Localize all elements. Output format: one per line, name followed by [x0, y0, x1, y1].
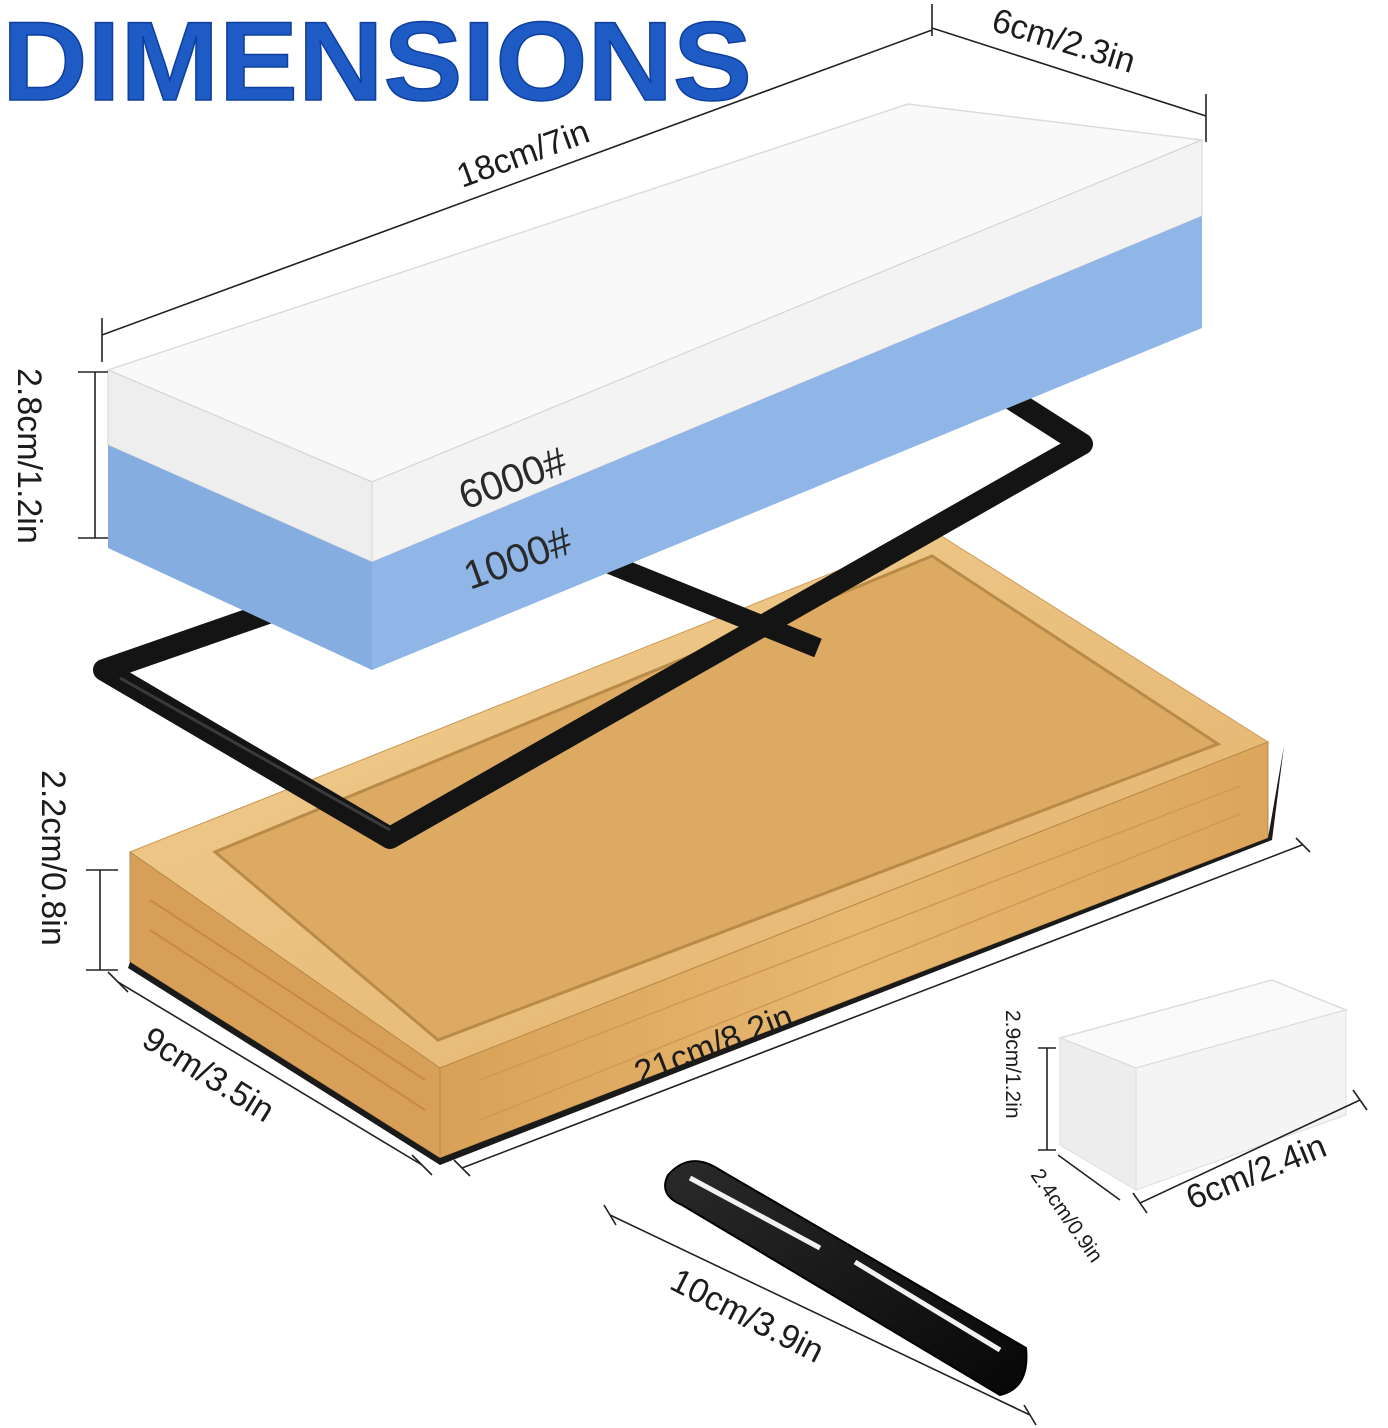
bamboo-grain-line	[149, 929, 426, 1111]
dim-flattener-height: 2.9cm/1.2in	[1001, 1010, 1024, 1119]
dim-base-height: 2.2cm/0.8in	[34, 770, 72, 946]
title: DIMENSIONS	[2, 0, 752, 124]
bamboo-base	[128, 531, 1284, 1165]
guide-ceramic-strip	[688, 1175, 822, 1251]
frame-highlight	[119, 676, 391, 832]
frame-divider	[596, 550, 822, 658]
angle-guide	[664, 1160, 1028, 1397]
dim-stone-width: 6cm/2.3in	[988, 1, 1140, 80]
bamboo-grain-line	[479, 813, 1241, 1121]
dim-flattener-width: 2.4cm/0.9in	[1026, 1165, 1107, 1267]
guide-ceramic-strip	[853, 1259, 1002, 1353]
bamboo-grain-line	[479, 785, 1241, 1081]
stone-front-blue	[372, 216, 1202, 670]
dim-stone-length: 18cm/7in	[452, 113, 595, 196]
whetstone: 6000# 1000#	[105, 103, 1205, 670]
flattening-stone	[1057, 979, 1349, 1191]
guide-body	[664, 1160, 1028, 1397]
flattener-front	[1135, 1009, 1347, 1191]
stone-left-blue	[108, 445, 372, 670]
dimension-lines	[78, 4, 1368, 1426]
bamboo-grain-line	[149, 899, 426, 1081]
dim-stone-height: 2.8cm/1.2in	[10, 368, 48, 544]
